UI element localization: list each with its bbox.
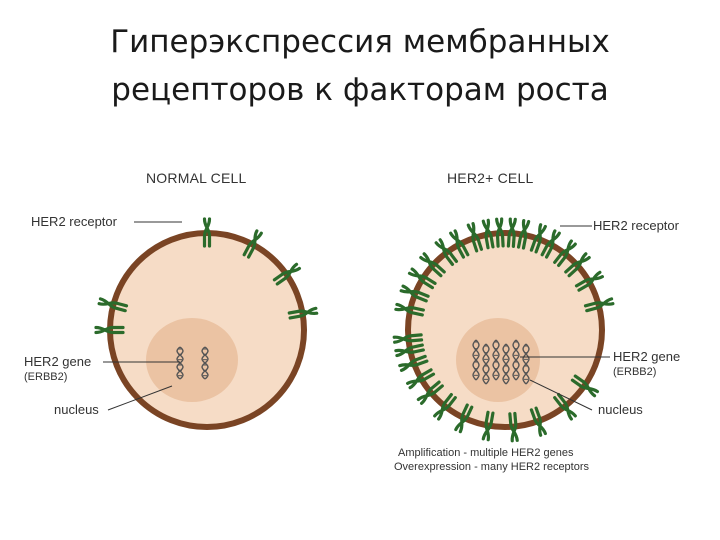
her2-receptor-8 (481, 218, 495, 250)
normal-receptor-label: HER2 receptor (31, 214, 118, 229)
normal-receptor-4 (272, 262, 302, 286)
her2-receptor-29 (570, 374, 600, 398)
her2-gene-4 (502, 343, 510, 385)
title-line-2: рецепторов к факторам роста (111, 72, 609, 108)
her2-receptor-24 (454, 403, 474, 434)
title-line-1: Гиперэкспрессия мембранных (110, 24, 610, 60)
her2-receptor-1 (394, 302, 425, 317)
normal-nucleus-leader (107, 385, 173, 411)
her2-receptor-28 (553, 393, 577, 421)
her2-gene-1 (472, 339, 480, 381)
her2-nucleus-leader (529, 379, 593, 411)
her2-receptor-25 (481, 410, 495, 442)
slide-title: Гиперэкспрессия мембранных рецепторов к … (40, 18, 680, 114)
her2-receptor-17 (583, 297, 615, 313)
her2-receptor-13 (540, 229, 561, 259)
her2-receptor-5 (434, 238, 459, 266)
normal-gene-2 (201, 346, 209, 380)
her2-receptor-11 (516, 218, 531, 250)
normal-receptor-1 (97, 297, 129, 313)
her2-receptor-22 (416, 380, 444, 405)
overexpression-caption: Overexpression - many HER2 receptors (394, 461, 590, 473)
her2-gene-2 (482, 343, 490, 385)
her2-cell-nucleus (456, 318, 540, 402)
her2-receptor-21 (406, 368, 436, 390)
normal-gene-sub: (ERBB2) (24, 371, 67, 383)
normal-cell-genes (176, 346, 209, 380)
her2-receptor-12 (529, 223, 547, 254)
her2-receptor-18 (392, 333, 424, 344)
her2-receptor-23 (433, 393, 457, 421)
her2-cell (392, 217, 615, 443)
her2-receptor-9 (495, 217, 505, 248)
normal-cell-nucleus (146, 318, 238, 402)
her2-receptor-19 (394, 343, 425, 358)
normal-cell (94, 217, 319, 430)
her2-receptor-2 (399, 284, 430, 303)
her2-receptor-15 (564, 252, 591, 278)
her2-receptor-label: HER2 receptor (593, 218, 680, 233)
amplification-caption: Amplification - multiple HER2 genes (398, 447, 574, 459)
normal-cell-receptors (94, 217, 319, 335)
her2-receptor-3 (407, 267, 437, 290)
her2-nucleus-label: nucleus (598, 402, 643, 417)
her2-gene-3 (492, 339, 500, 381)
her2-receptor-14 (553, 239, 577, 267)
normal-receptor-6 (94, 325, 125, 335)
her2-receptor-16 (574, 270, 604, 292)
her2-receptor-4 (419, 252, 446, 278)
her2-gene-6 (522, 343, 530, 385)
normal-receptor-2 (202, 217, 212, 248)
her2-gene-sub: (ERBB2) (613, 366, 656, 378)
her2-receptor-26 (508, 411, 519, 443)
her2-cell-heading: HER2+ CELL (447, 170, 533, 186)
her2-cell-genes (472, 339, 530, 385)
normal-gene-label: HER2 gene (24, 354, 91, 369)
her2-receptor-20 (398, 354, 429, 372)
normal-receptor-3 (242, 229, 263, 259)
her2-gene-5 (512, 339, 520, 381)
normal-receptor-5 (287, 306, 319, 320)
her2-receptor-27 (529, 406, 547, 437)
her2-gene-label: HER2 gene (613, 349, 680, 364)
normal-cell-heading: NORMAL CELL (146, 170, 247, 186)
her2-receptor-10 (506, 217, 517, 248)
her2-receptor-6 (449, 229, 470, 259)
normal-gene-1 (176, 346, 184, 380)
her2-receptor-7 (466, 222, 483, 253)
normal-nucleus-label: nucleus (54, 402, 99, 417)
her2-cell-receptors (392, 217, 615, 443)
